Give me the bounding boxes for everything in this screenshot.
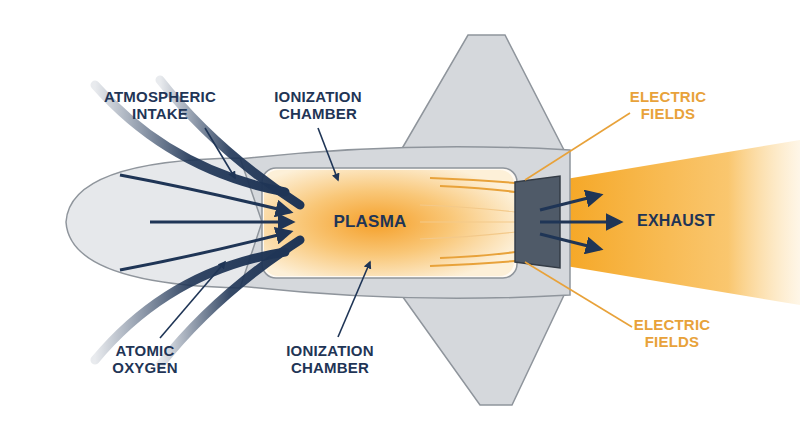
callout-label: ELECTRIC FIELDS xyxy=(618,88,718,123)
callout-label: ELECTRIC FIELDS xyxy=(622,316,722,351)
callout-label: IONIZATION CHAMBER xyxy=(256,88,381,123)
callout-label: ATMOSPHERIC INTAKE xyxy=(90,88,230,123)
callout-label: ATOMIC OXYGEN xyxy=(95,342,195,377)
region-label: EXHAUST xyxy=(626,212,726,230)
region-label: PLASMA xyxy=(320,212,420,232)
callout-label: IONIZATION CHAMBER xyxy=(268,342,393,377)
